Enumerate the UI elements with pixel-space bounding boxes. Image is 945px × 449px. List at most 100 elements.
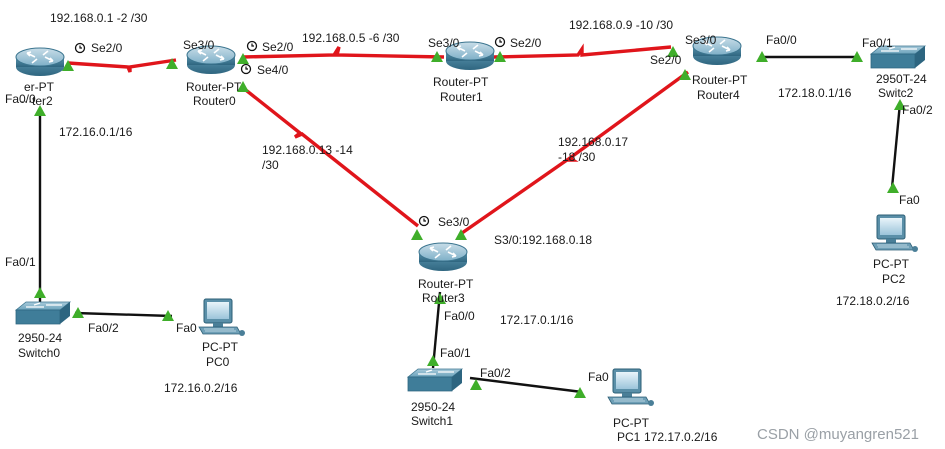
serial-link-router0-router3[interactable]	[240, 85, 420, 228]
pc2-icon[interactable]	[871, 214, 919, 253]
link-up-marker	[679, 69, 691, 80]
ip-label-router1-router4: 192.168.0.9 -10 /30	[569, 18, 674, 32]
switch2-type-label: 2950T-24	[876, 72, 927, 86]
router0-type-label: Router-PT	[186, 80, 242, 94]
serial-link-router0-router1[interactable]	[242, 46, 445, 59]
link-up-marker	[431, 51, 443, 62]
port-label-router0-se30: Se3/0	[183, 38, 215, 52]
clock-icon	[246, 40, 258, 52]
switch0-icon[interactable]	[15, 301, 71, 325]
ip-label-router0-router3: 192.168.0.13 -14	[262, 143, 353, 157]
router3-icon[interactable]	[418, 242, 468, 272]
pc1-icon[interactable]	[607, 368, 655, 407]
clock-icon	[74, 42, 86, 54]
link-up-marker	[667, 46, 679, 57]
port-label-switch2-fa02: Fa0/2	[902, 103, 933, 117]
pc1-ip-label: 172.17.0.2/16	[644, 430, 718, 444]
router2-type-label: er-PT	[24, 80, 54, 94]
ethernet-link-router3-switch1[interactable]	[431, 291, 442, 369]
pc0-name-label: PC0	[206, 355, 230, 369]
clock-icon	[240, 63, 252, 75]
link-up-marker	[62, 60, 74, 71]
switch1-type-label: 2950-24	[411, 400, 456, 414]
ip-label-router4-router3: 192.168.0.17	[558, 135, 629, 149]
link-up-marker	[34, 105, 46, 116]
link-up-marker	[455, 229, 467, 240]
link-up-marker	[470, 379, 482, 390]
port-label-router0-se20: Se2/0	[262, 40, 294, 54]
ip-label-router0-router1: 192.168.0.5 -6 /30	[302, 31, 400, 45]
router4-name-label: Router4	[697, 88, 740, 102]
serial-link-router1-router4[interactable]	[493, 43, 672, 59]
ip-label-router2-router0: 192.168.0.1 -2 /30	[50, 11, 148, 25]
link-up-marker	[72, 307, 84, 318]
router2-icon[interactable]	[15, 47, 65, 77]
link-up-marker	[162, 310, 174, 321]
port-label-pc2-fa0: Fa0	[899, 193, 920, 207]
net-label-172-18: 172.18.0.1/16	[778, 86, 852, 100]
port-label-router2-se20: Se2/0	[91, 41, 123, 55]
pc2-ip-label: 172.18.0.2/16	[836, 294, 910, 308]
port-label-router3-fa00: Fa0/0	[444, 309, 475, 323]
port-label-router4-se20: Se2/0	[650, 53, 682, 67]
link-up-marker	[851, 51, 863, 62]
port-label-router1-se30: Se3/0	[428, 36, 460, 50]
clock-icon	[418, 215, 430, 227]
router1-name-label: Router1	[440, 90, 483, 104]
router1-type-label: Router-PT	[433, 75, 489, 89]
port-label-router2-fa00: Fa0/0	[5, 92, 36, 106]
switch1-name-label: Switch1	[411, 414, 454, 428]
pc0-type-label: PC-PT	[202, 340, 238, 354]
link-up-marker	[894, 99, 906, 110]
clock-icon	[494, 36, 506, 48]
ethernet-link-switch1-pc1[interactable]	[469, 376, 583, 394]
port-label-switch0-fa01: Fa0/1	[5, 255, 36, 269]
router0-name-label: Router0	[193, 94, 236, 108]
link-up-marker	[427, 355, 439, 366]
port-label-pc1-fa0: Fa0	[588, 370, 609, 384]
link-up-marker	[166, 58, 178, 69]
port-label-router4-se30: Se3/0	[685, 33, 717, 47]
link-up-marker	[756, 51, 768, 62]
ip-label-router4-router3-suffix: -18 /30	[558, 150, 596, 164]
router4-type-label: Router-PT	[692, 73, 748, 87]
pc2-type-label: PC-PT	[873, 257, 909, 271]
router2-name-label: ···ter2	[20, 94, 53, 108]
port-label-router0-se40: Se4/0	[257, 63, 289, 77]
link-up-marker	[887, 182, 899, 193]
ip-label-router0-router3-suffix: /30	[262, 158, 279, 172]
ethernet-link-switch2-pc2[interactable]	[890, 102, 902, 189]
link-up-marker	[494, 51, 506, 62]
port-label-switch0-fa02: Fa0/2	[88, 321, 119, 335]
router3-name-label: Router3	[422, 291, 465, 305]
link-up-marker	[34, 287, 46, 298]
pc1-type-label: PC-PT	[613, 416, 649, 430]
port-label-router4-fa00: Fa0/0	[766, 33, 797, 47]
pc1-name-label: PC1	[617, 430, 641, 444]
pc0-icon[interactable]	[198, 298, 246, 337]
port-label-switch1-fa01: Fa0/1	[440, 346, 471, 360]
switch2-name-label: Switc2	[878, 86, 914, 100]
switch0-type-label: 2950-24	[18, 331, 63, 345]
link-up-marker	[574, 387, 586, 398]
serial-link-router2-router0[interactable]	[67, 58, 177, 73]
link-up-marker	[237, 81, 249, 92]
switch1-icon[interactable]	[407, 368, 463, 392]
net-label-172-17: 172.17.0.1/16	[500, 313, 574, 327]
link-up-marker	[237, 53, 249, 64]
port-label-router3-se30: Se3/0	[438, 215, 470, 229]
pc2-name-label: PC2	[882, 272, 906, 286]
port-label-router1-se20: Se2/0	[510, 36, 542, 50]
port-label-pc0-fa0: Fa0	[176, 321, 197, 335]
link-up-marker	[411, 229, 423, 240]
port-label-switch2-fa01: Fa0/1	[862, 36, 893, 50]
switch0-name-label: Switch0	[18, 346, 61, 360]
net-label-172-16: 172.16.0.1/16	[59, 125, 133, 139]
pc0-ip-label: 172.16.0.2/16	[164, 381, 238, 395]
ethernet-link-switch0-pc0[interactable]	[74, 311, 173, 318]
ip-label-router3-s3: S3/0:192.168.0.18	[494, 233, 593, 247]
router3-type-label: Router-PT	[418, 277, 474, 291]
link-up-marker	[434, 293, 446, 304]
port-label-switch1-fa02: Fa0/2	[480, 366, 511, 380]
serial-link-router4-router3[interactable]	[461, 70, 690, 235]
